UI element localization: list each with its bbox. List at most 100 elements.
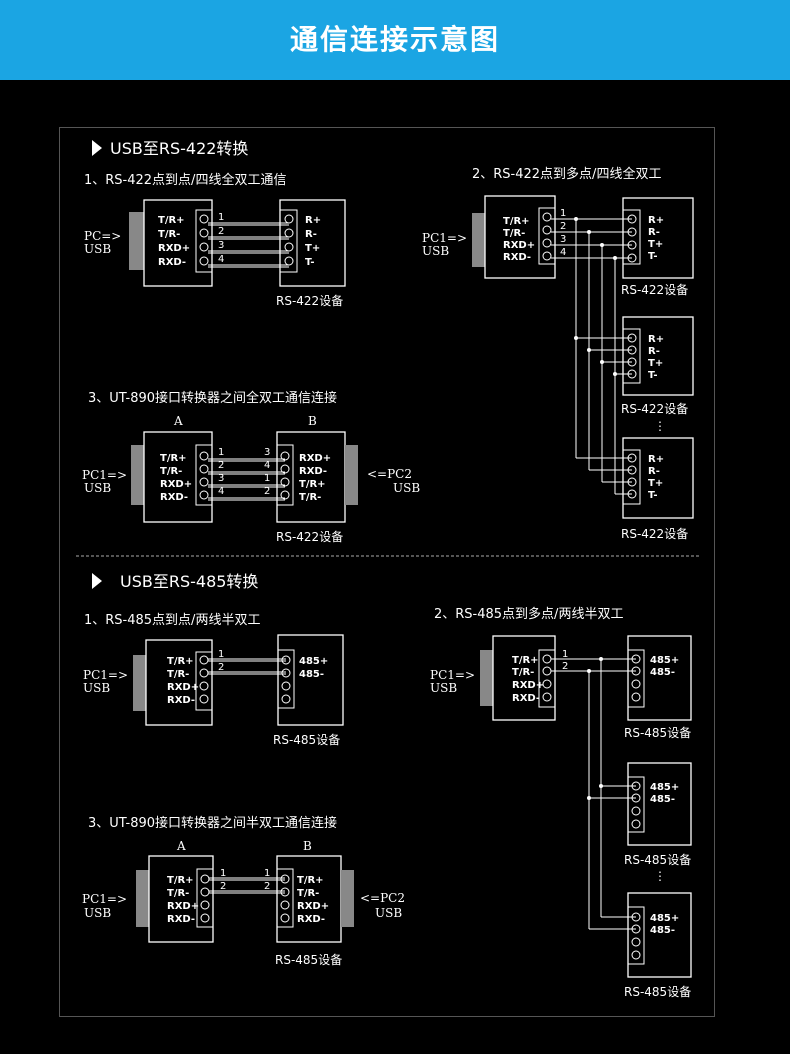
screw-terminal-icon bbox=[627, 453, 637, 463]
screw-terminal-icon bbox=[631, 819, 641, 829]
pc2-label: <=PC2 bbox=[367, 467, 412, 481]
terminal-block bbox=[196, 868, 214, 928]
screw-terminal-icon bbox=[199, 228, 209, 238]
usb-plug bbox=[133, 655, 146, 711]
pin-label: T/R+ bbox=[299, 479, 326, 490]
screw-terminal-icon bbox=[627, 227, 637, 237]
screw-terminal-icon bbox=[631, 666, 641, 676]
device-pin-label: T+ bbox=[648, 358, 663, 369]
pin-label: T/R+ bbox=[160, 453, 187, 464]
screw-terminal-icon bbox=[542, 679, 552, 689]
screw-terminal-icon bbox=[199, 655, 209, 665]
screw-terminal-icon bbox=[280, 451, 290, 461]
screw-terminal-icon bbox=[284, 242, 294, 252]
pin-label: T/R- bbox=[160, 466, 182, 477]
wire-number: 2 bbox=[218, 460, 224, 471]
terminal-block bbox=[276, 868, 294, 928]
device-label: RS-485设备 bbox=[275, 953, 342, 967]
page-title: 通信连接示意图 bbox=[289, 23, 500, 56]
wire-number: 2 bbox=[264, 881, 270, 892]
device-pin-label: 485- bbox=[299, 669, 324, 680]
wire-number: 3 bbox=[218, 473, 224, 484]
pin-label: RXD+ bbox=[297, 901, 329, 912]
pin-label: T/R- bbox=[297, 888, 319, 899]
pin-label: T/R+ bbox=[167, 875, 194, 886]
screw-terminal-icon bbox=[199, 464, 209, 474]
usb-plug bbox=[341, 870, 354, 927]
wire-number: 4 bbox=[218, 486, 224, 497]
screw-terminal-icon bbox=[280, 887, 290, 897]
terminal-block bbox=[622, 449, 641, 505]
screw-terminal-icon bbox=[281, 694, 291, 704]
pin-label: RXD- bbox=[503, 252, 531, 263]
junction-dot bbox=[599, 784, 603, 788]
usb-label: USB bbox=[393, 481, 420, 495]
pin-label: RXD- bbox=[297, 914, 325, 925]
pin-label: T/R+ bbox=[297, 875, 324, 886]
pin-label: RXD+ bbox=[167, 901, 199, 912]
label-b: B bbox=[308, 414, 317, 428]
screw-terminal-icon bbox=[280, 913, 290, 923]
wire-number: 3 bbox=[264, 447, 270, 458]
wire-number: 1 bbox=[220, 868, 226, 879]
wire-number: 1 bbox=[560, 208, 566, 219]
pc1-label: PC1=> bbox=[82, 468, 127, 482]
screw-terminal-icon bbox=[631, 793, 641, 803]
screw-terminal-icon bbox=[631, 937, 641, 947]
wire-number: 1 bbox=[264, 868, 270, 879]
wire-number: 2 bbox=[218, 662, 224, 673]
pin-label: RXD- bbox=[167, 695, 195, 706]
terminal-block bbox=[627, 906, 645, 965]
wire-number: 1 bbox=[264, 473, 270, 484]
usb-label: USB bbox=[83, 681, 110, 695]
screw-terminal-icon bbox=[542, 654, 552, 664]
screw-terminal-icon bbox=[284, 214, 294, 224]
screw-terminal-icon bbox=[631, 654, 641, 664]
screw-terminal-icon bbox=[627, 240, 637, 250]
pin-label: RXD+ bbox=[299, 453, 331, 464]
pc1-label: PC1=> bbox=[82, 892, 127, 906]
screw-terminal-icon bbox=[280, 874, 290, 884]
usb-label: USB bbox=[375, 906, 402, 920]
usb-plug bbox=[480, 650, 493, 706]
wire-number: 4 bbox=[218, 254, 224, 265]
device-pin-label: 485+ bbox=[650, 782, 679, 793]
pin-label: RXD- bbox=[167, 914, 195, 925]
screw-terminal-icon bbox=[627, 369, 637, 379]
pin-label: T/R+ bbox=[503, 216, 530, 227]
device-label: RS-422设备 bbox=[621, 527, 688, 541]
device-pin-label: 485+ bbox=[650, 655, 679, 666]
device-label: RS-422设备 bbox=[621, 402, 688, 416]
screw-terminal-icon bbox=[280, 490, 290, 500]
device-label: RS-422设备 bbox=[621, 283, 688, 297]
device-pin-label: R+ bbox=[648, 334, 664, 345]
wire-number: 1 bbox=[562, 649, 568, 660]
terminal-block bbox=[195, 209, 213, 273]
screw-terminal-icon bbox=[542, 666, 552, 676]
screw-terminal-icon bbox=[284, 228, 294, 238]
junction-dot bbox=[599, 657, 603, 661]
device-box bbox=[277, 634, 344, 726]
screw-terminal-icon bbox=[200, 900, 210, 910]
screw-terminal-icon bbox=[627, 357, 637, 367]
terminal-block bbox=[622, 209, 641, 265]
terminal-block bbox=[622, 328, 641, 384]
device-pin-label: T- bbox=[648, 251, 658, 262]
device-pin-label: T+ bbox=[648, 478, 663, 489]
junction-dot bbox=[600, 360, 604, 364]
device-label: RS-485设备 bbox=[624, 726, 691, 740]
device-pin-label: 485- bbox=[650, 667, 675, 678]
pin-label: T/R- bbox=[167, 888, 189, 899]
device-pin-label: 485+ bbox=[299, 656, 328, 667]
pin-label: T/R- bbox=[158, 229, 180, 240]
pc2-label: <=PC2 bbox=[360, 891, 405, 905]
screw-terminal-icon bbox=[627, 489, 637, 499]
device-pin-label: T- bbox=[305, 257, 315, 268]
screw-terminal-icon bbox=[627, 345, 637, 355]
device-pin-label: T+ bbox=[305, 243, 320, 254]
pc-label: PC=> bbox=[84, 229, 121, 243]
wire-number: 1 bbox=[218, 447, 224, 458]
usb-label: USB bbox=[430, 681, 457, 695]
screw-terminal-icon bbox=[200, 913, 210, 923]
